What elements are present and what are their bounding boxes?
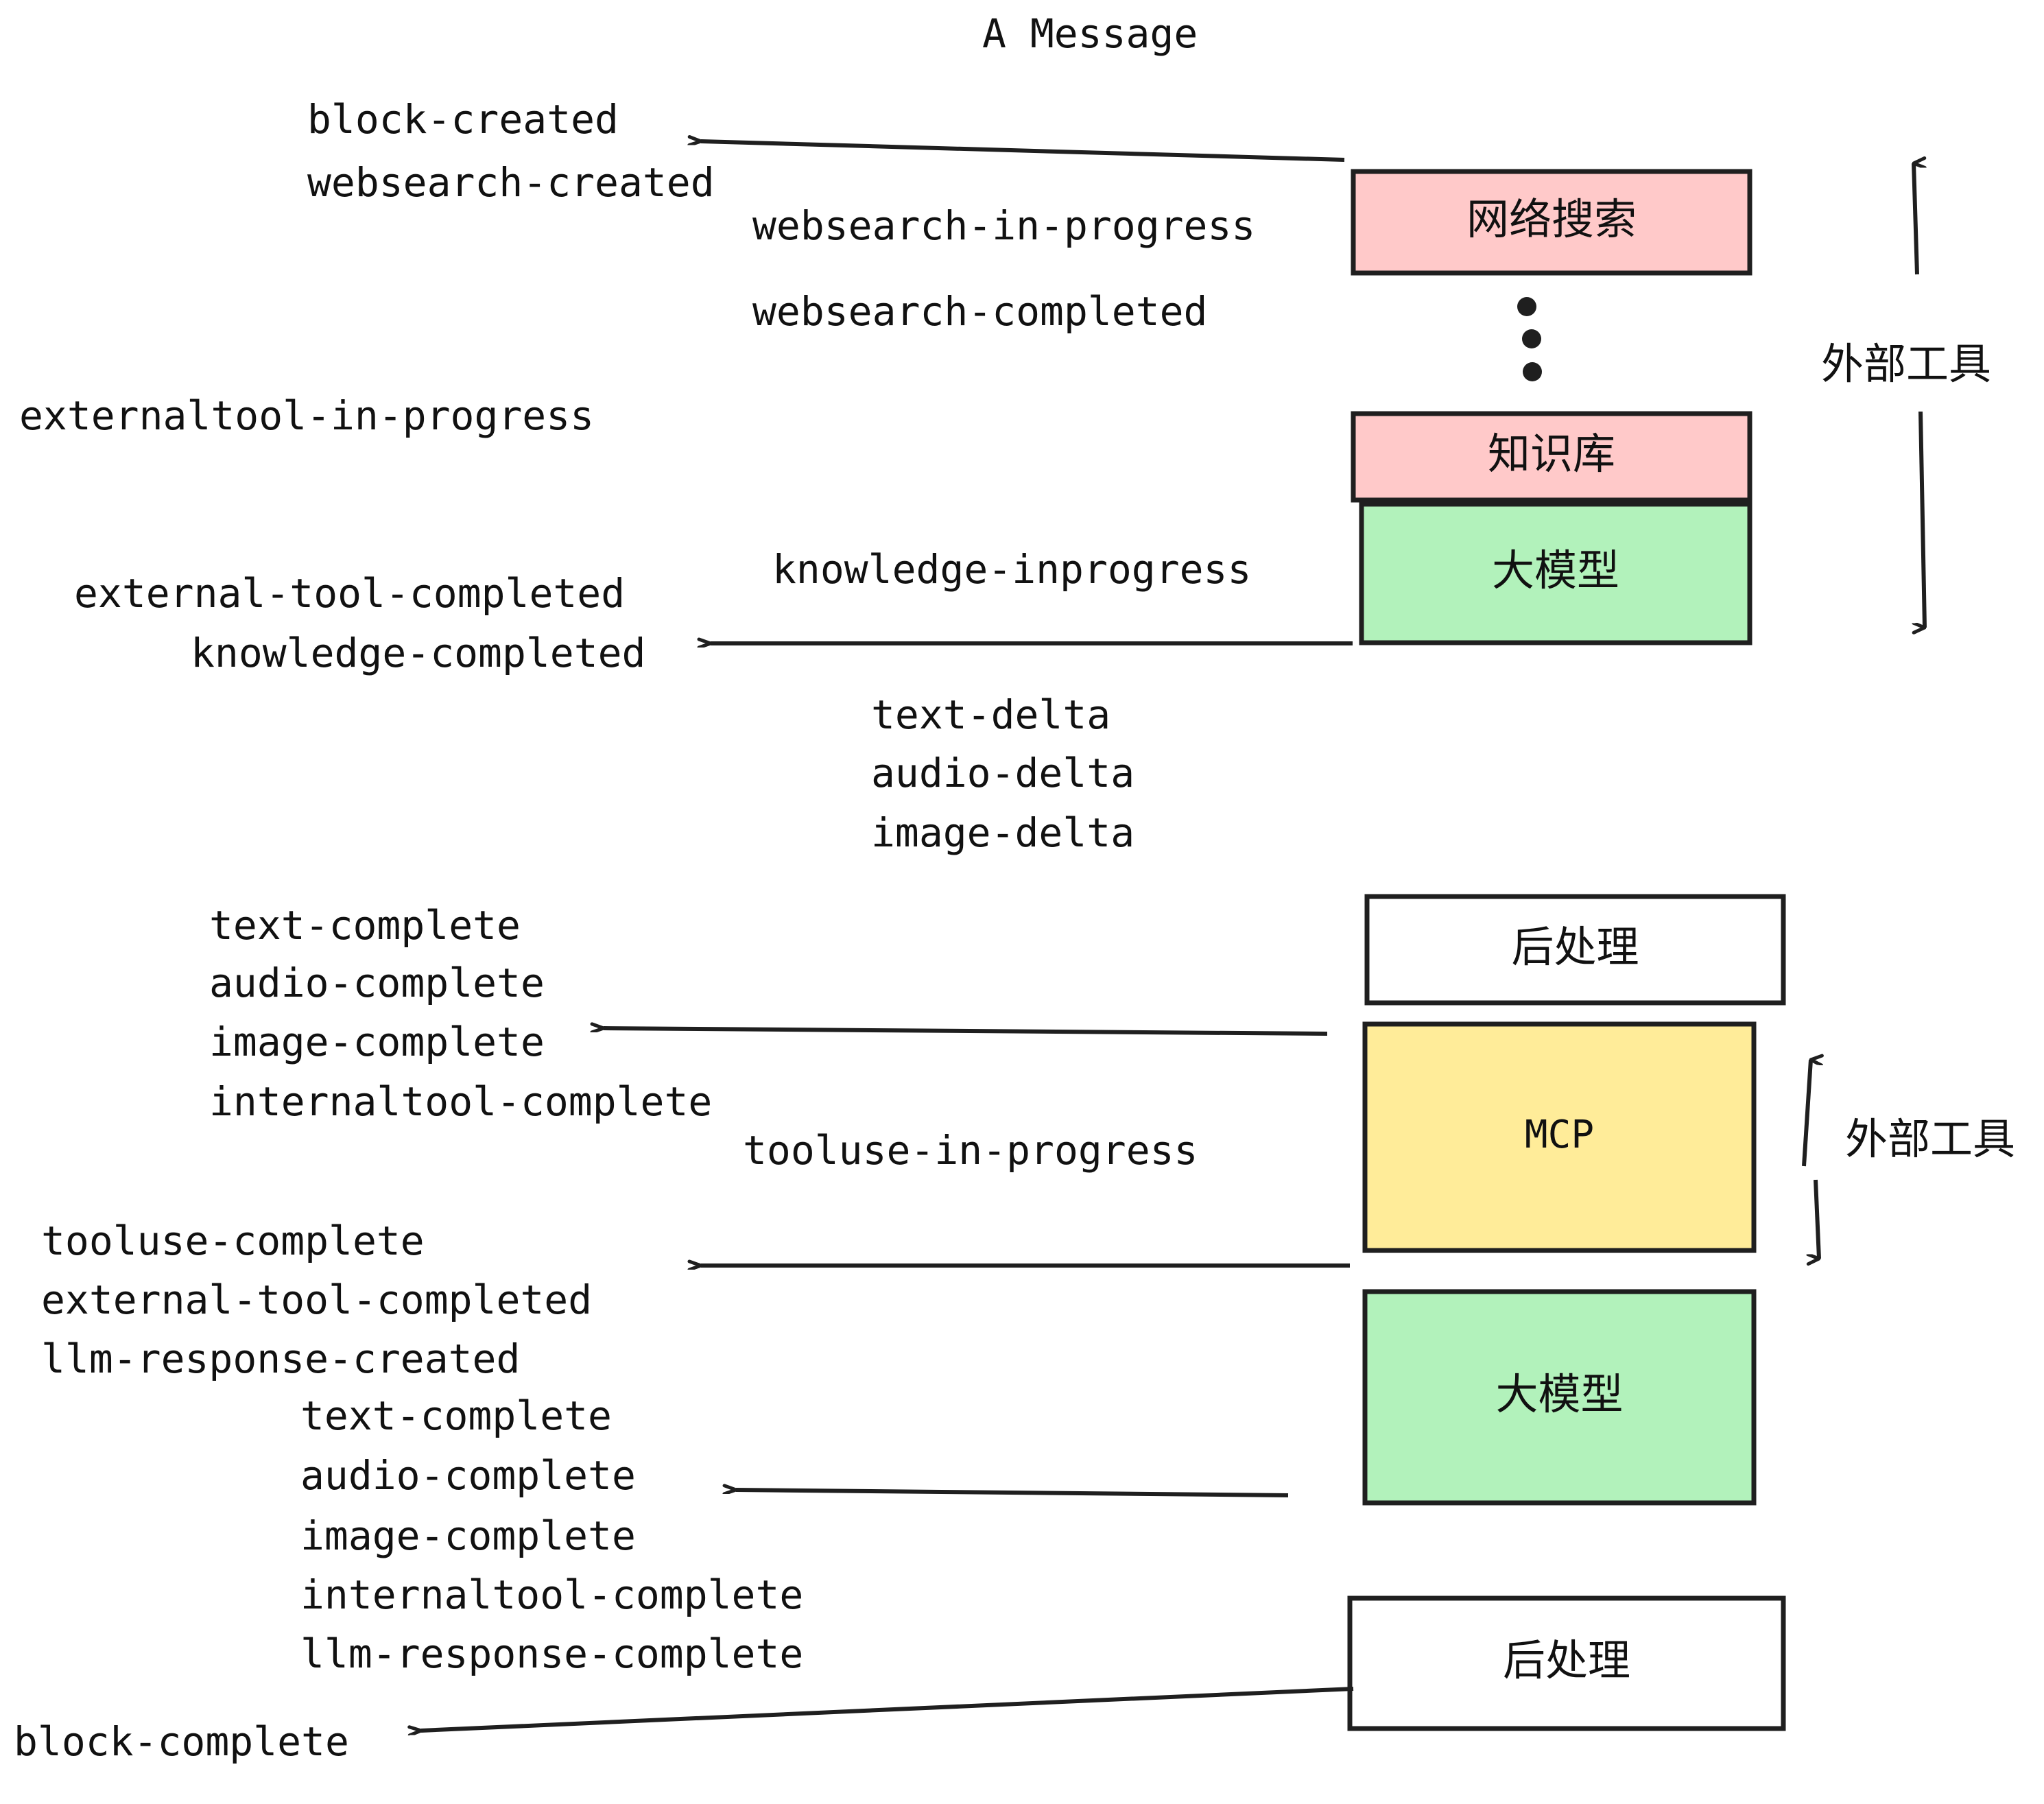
event-label: external-tool-completed: [74, 570, 626, 617]
process-box-label-mcp: MCP: [1524, 1112, 1595, 1157]
external-tools-bottom-arrow-down: [1816, 1179, 1821, 1259]
event-label: internaltool-complete: [209, 1078, 713, 1125]
ellipsis-dot-3: [1523, 362, 1542, 381]
process-box-label-websearch: 网络搜索: [1466, 194, 1637, 245]
process-box-label-llm-1: 大模型: [1491, 545, 1619, 596]
event-label: externaltool-in-progress: [19, 392, 595, 439]
arrow-postprocess2-to-block: [421, 1687, 1354, 1731]
ellipsis-dot-2: [1522, 329, 1541, 348]
external-tools-top-label: 外部工具: [1821, 339, 1992, 389]
event-label: audio-complete: [209, 960, 545, 1006]
event-label: audio-delta: [871, 750, 1135, 796]
event-label: image-complete: [300, 1512, 636, 1559]
arrow-postprocess1-to-events: [604, 1028, 1328, 1036]
event-label: llm-response-complete: [300, 1630, 804, 1677]
event-label: websearch-created: [307, 159, 715, 206]
process-box-label-knowledge: 知识库: [1487, 429, 1615, 479]
vertical-ellipsis-group: [1517, 297, 1542, 381]
process-box-label-llm-2: 大模型: [1495, 1369, 1624, 1420]
external-tools-top-arrow-up: [1912, 163, 1917, 275]
event-label: external-tool-completed: [41, 1277, 593, 1323]
event-label: llm-response-created: [41, 1336, 521, 1382]
process-box-label-postprocess-1: 后处理: [1511, 921, 1639, 972]
event-label: text-delta: [871, 691, 1111, 738]
event-label: text-complete: [300, 1392, 612, 1439]
event-label: internaltool-complete: [300, 1571, 804, 1618]
event-label: tooluse-in-progress: [743, 1127, 1198, 1174]
event-label: websearch-completed: [752, 288, 1208, 335]
event-label: image-complete: [209, 1019, 545, 1065]
arrow-websearch-to-events: [701, 141, 1345, 162]
event-label: knowledge-completed: [191, 630, 646, 676]
external-tools-bottom-arrow-up: [1802, 1060, 1811, 1167]
external-tools-bottom-label: 外部工具: [1845, 1114, 2016, 1164]
event-label: block-complete: [14, 1718, 349, 1765]
event-label: text-complete: [209, 902, 521, 949]
event-label: image-delta: [871, 809, 1135, 856]
event-label: websearch-in-progress: [752, 202, 1256, 249]
side-annotation-arrows-group: [1802, 163, 1927, 1259]
event-label: tooluse-complete: [41, 1218, 425, 1264]
process-box-label-postprocess-2: 后处理: [1502, 1635, 1630, 1686]
event-label: knowledge-inprogress: [772, 546, 1252, 593]
page-title: A Message: [982, 10, 1198, 57]
arrow-llm2-to-events: [736, 1490, 1289, 1497]
event-label: block-created: [307, 96, 619, 143]
external-tools-top-arrow-down: [1921, 411, 1927, 628]
event-label: audio-complete: [300, 1452, 636, 1499]
ellipsis-dot-1: [1517, 297, 1536, 316]
